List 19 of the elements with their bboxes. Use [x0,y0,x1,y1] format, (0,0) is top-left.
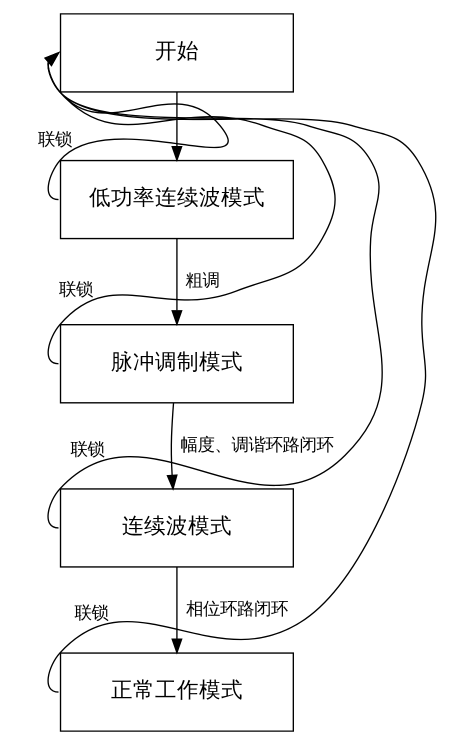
node-box: 脉冲调制模式 [60,324,294,404]
arrow [44,52,383,529]
edge-label: 联锁 [74,604,108,624]
edge-label: 联锁 [70,440,105,460]
edge-label: 粗调 [186,271,220,292]
edge-label: 幅度、调谐环路闭环 [180,435,334,456]
arrow [171,567,183,655]
node-box: 正常工作模式 [60,652,294,732]
edge-label: 联锁 [38,130,72,150]
edge-label: 相位环路闭环 [186,600,288,620]
node-box: 连续波模式 [60,488,294,568]
arrow [171,92,183,162]
node-box: 开始 [60,13,294,93]
arrow [44,52,436,693]
edge-label: 联锁 [58,280,93,300]
node-box: 低功率连续波模式 [60,160,294,240]
arrow [171,238,183,326]
arrow [166,402,178,491]
arrow [44,52,336,364]
